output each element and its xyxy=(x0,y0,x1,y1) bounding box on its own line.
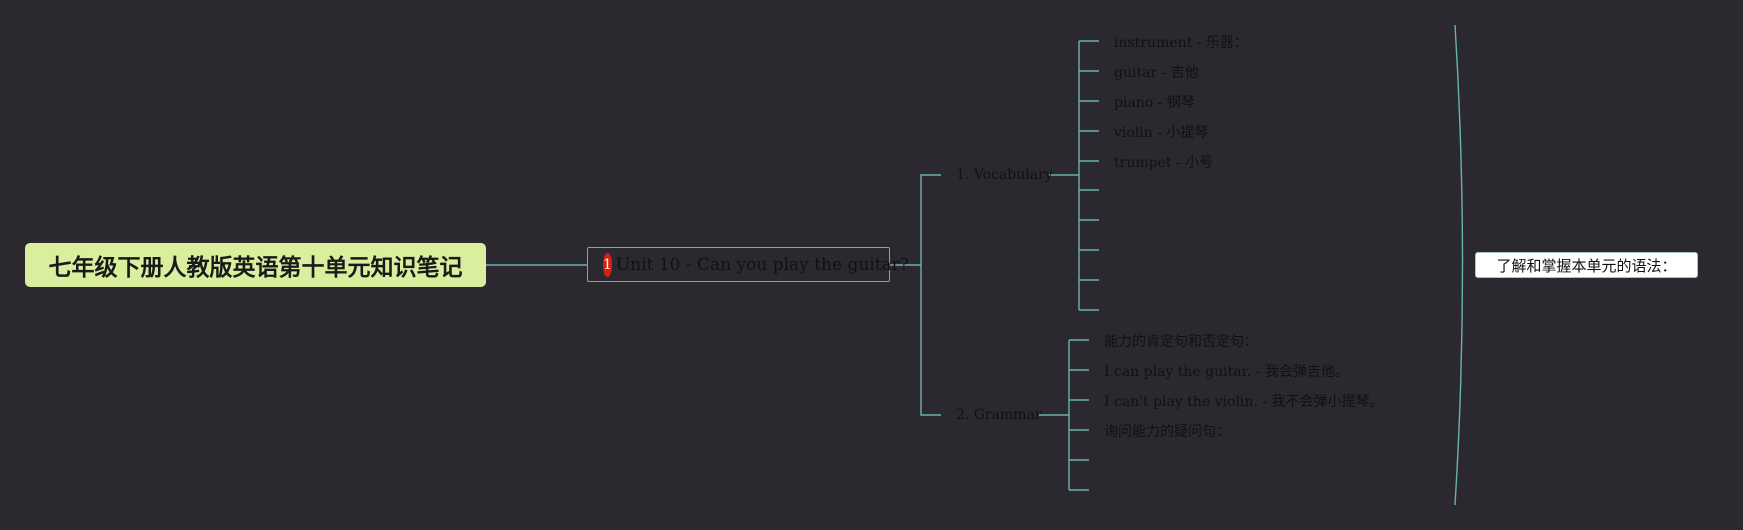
grammar-item[interactable]: 能力的肯定句和否定句： xyxy=(1104,331,1258,351)
grammar-item[interactable]: 询问能力的疑问句： xyxy=(1104,421,1230,441)
main-topic[interactable]: 1 Unit 10 - Can you play the guitar? xyxy=(587,247,909,282)
vocabulary-item[interactable]: violin - 小提琴 xyxy=(1114,122,1208,142)
main-topic-label: Unit 10 - Can you play the guitar? xyxy=(615,254,909,275)
summary-topic[interactable]: 了解和掌握本单元的语法： xyxy=(1475,252,1698,278)
vocabulary-item-text: violin - 小提琴 xyxy=(1114,125,1209,141)
vocabulary-item[interactable]: piano - 钢琴 xyxy=(1114,92,1195,112)
subtopic-label: 1. Vocabulary xyxy=(956,167,1053,183)
vocabulary-item-text: instrument - 乐器： xyxy=(1114,35,1248,51)
grammar-item-text: I can play the guitar. - 我会弹吉他。 xyxy=(1104,364,1349,380)
root-topic[interactable]: 七年级下册人教版英语第十单元知识笔记 xyxy=(25,243,486,287)
root-topic-label: 七年级下册人教版英语第十单元知识笔记 xyxy=(48,255,463,281)
vocabulary-item[interactable]: trumpet - 小号 xyxy=(1114,152,1213,172)
vocabulary-item-text: piano - 钢琴 xyxy=(1114,95,1195,111)
grammar-item-text: 能力的肯定句和否定句： xyxy=(1104,334,1258,350)
grammar-item[interactable]: I can play the guitar. - 我会弹吉他。 xyxy=(1104,361,1349,381)
vocabulary-item[interactable]: guitar - 吉他 xyxy=(1114,62,1199,82)
grammar-item-text: I can't play the violin. - 我不会弹小提琴。 xyxy=(1104,394,1384,410)
grammar-item[interactable]: I can't play the violin. - 我不会弹小提琴。 xyxy=(1104,391,1384,411)
subtopic-label: 2. Grammar xyxy=(956,407,1042,423)
subtopic-grammar[interactable]: 2. Grammar xyxy=(956,407,1042,423)
vocabulary-item-text: guitar - 吉他 xyxy=(1114,65,1199,81)
vocabulary-item[interactable]: instrument - 乐器： xyxy=(1114,32,1248,52)
grammar-item-text: 询问能力的疑问句： xyxy=(1104,424,1230,440)
vocabulary-item-text: trumpet - 小号 xyxy=(1114,155,1214,171)
priority-badge: 1 xyxy=(603,252,612,277)
summary-label: 了解和掌握本单元的语法： xyxy=(1496,256,1677,275)
subtopic-vocabulary[interactable]: 1. Vocabulary xyxy=(956,167,1053,183)
